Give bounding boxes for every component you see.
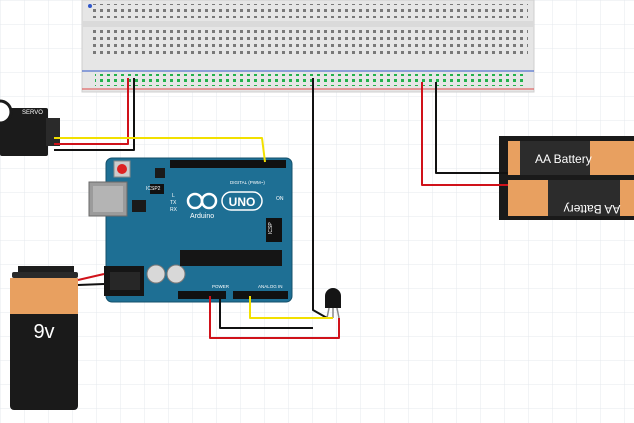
breadboard xyxy=(81,0,535,93)
analog-label: ANALOG IN xyxy=(258,284,283,289)
battery-9v-label: 9v xyxy=(33,321,54,343)
battery-9v: 9v xyxy=(10,266,78,410)
wire-yellow-sensor xyxy=(249,296,333,319)
board-model: UNO xyxy=(229,195,256,209)
power-label: POWER xyxy=(212,284,230,289)
temperature-sensor xyxy=(325,288,341,319)
wire-red-servo xyxy=(54,78,129,145)
l-label: L xyxy=(172,193,175,199)
arduino-board: UNO Arduino ICSP2 DIGITAL (PWM~) POWER A… xyxy=(88,157,293,303)
on-label: ON xyxy=(276,196,284,202)
analog-header xyxy=(233,291,288,299)
digital-label: DIGITAL (PWM~) xyxy=(230,180,265,185)
wire-yellow-servo xyxy=(54,137,266,163)
wire-red-9v xyxy=(77,273,105,281)
aa-cell-bottom-label: AA Battery xyxy=(564,202,621,216)
aa-battery-pack: AA Battery AA Battery xyxy=(499,136,634,220)
capacitor xyxy=(146,264,166,284)
wire-black-servo xyxy=(54,78,135,151)
servo: SERVO xyxy=(0,99,60,156)
wire-black-gnd xyxy=(219,296,313,329)
board-brand: Arduino xyxy=(190,213,214,220)
aa-cell-top-label: AA Battery xyxy=(535,152,592,166)
arduino-logo xyxy=(186,192,218,210)
tx-label: TX xyxy=(170,200,177,206)
microcontroller-chip xyxy=(180,250,282,266)
wire-red-aa xyxy=(421,82,508,186)
icsp-label: ICSP xyxy=(268,222,274,234)
rx-label: RX xyxy=(170,207,178,213)
wires xyxy=(54,78,508,339)
wire-red-sensor xyxy=(209,296,340,339)
servo-label: SERVO xyxy=(22,110,43,116)
icsp2-label: ICSP2 xyxy=(146,186,161,192)
wire-black-9v xyxy=(77,283,105,286)
power-header xyxy=(178,291,226,299)
wire-black-aa xyxy=(435,82,508,174)
icsp-header xyxy=(266,218,282,242)
digital-header xyxy=(170,160,286,168)
wire-black-sensor xyxy=(312,78,328,319)
capacitor xyxy=(166,264,186,284)
